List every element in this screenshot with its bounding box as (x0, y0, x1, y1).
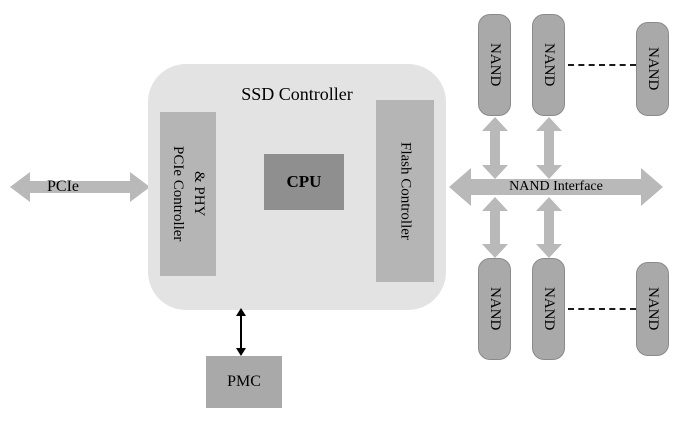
nand-label: NAND (645, 287, 661, 331)
ssd-controller-box: SSD Controller PCIe Controller & PHY CPU… (148, 64, 446, 310)
nand-chip: NAND (478, 258, 511, 360)
nand-channel-arrow-bottom-2 (536, 197, 562, 258)
flash-controller-block: Flash Controller (376, 100, 434, 282)
pmc-connector-arrow (236, 308, 246, 356)
arrow-head-down-icon (236, 348, 246, 356)
arrow-head-up-icon (536, 117, 562, 131)
nand-chip: NAND (532, 14, 565, 116)
pmc-block: PMC (206, 356, 282, 408)
arrow-shaft (544, 211, 554, 244)
arrow-head-down-icon (482, 244, 508, 258)
pcie-bus-label: PCIe (47, 178, 79, 195)
nand-channel-arrow-bottom-1 (482, 197, 508, 258)
nand-label: NAND (487, 43, 503, 87)
arrow-head-down-icon (536, 165, 562, 179)
arrow-head-left-icon (449, 168, 471, 206)
arrow-head-left-icon (10, 172, 30, 202)
cpu-label: CPU (286, 172, 322, 191)
nand-label: NAND (487, 287, 503, 331)
nand-dashed-connector-bottom (568, 308, 636, 310)
nand-chip: NAND (532, 258, 565, 360)
pcie-bus-arrow: PCIe (10, 172, 150, 202)
nand-label: NAND (541, 43, 557, 87)
ssd-controller-title: SSD Controller (241, 84, 353, 104)
nand-channel-arrow-top-1 (482, 117, 508, 179)
nand-channel-arrow-top-2 (536, 117, 562, 179)
nand-dashed-connector-top (568, 64, 636, 66)
arrow-head-up-icon (236, 308, 246, 316)
pcie-controller-phy-label: PCIe Controller & PHY (170, 146, 207, 242)
nand-chip: NAND (636, 22, 669, 116)
arrow-head-down-icon (482, 165, 508, 179)
arrow-shaft (490, 131, 500, 165)
pcie-controller-phy-block: PCIe Controller & PHY (160, 112, 216, 276)
arrow-shaft (471, 179, 641, 195)
arrow-head-up-icon (482, 197, 508, 211)
arrow-shaft (490, 211, 500, 244)
nand-interface-label: NAND Interface (509, 179, 603, 194)
arrow-head-right-icon (130, 172, 150, 202)
flash-controller-label: Flash Controller (397, 142, 414, 240)
nand-interface-arrow: NAND Interface (449, 168, 663, 206)
arrow-shaft (240, 316, 242, 348)
arrow-head-down-icon (536, 244, 562, 258)
arrow-head-up-icon (536, 197, 562, 211)
cpu-block: CPU (264, 154, 344, 210)
arrow-shaft (30, 181, 130, 193)
nand-chip: NAND (636, 262, 669, 356)
arrow-head-right-icon (641, 168, 663, 206)
nand-label: NAND (541, 287, 557, 331)
pmc-label: PMC (227, 373, 261, 390)
arrow-head-up-icon (482, 117, 508, 131)
nand-chip: NAND (478, 14, 511, 116)
arrow-shaft (544, 131, 554, 165)
nand-label: NAND (645, 47, 661, 91)
